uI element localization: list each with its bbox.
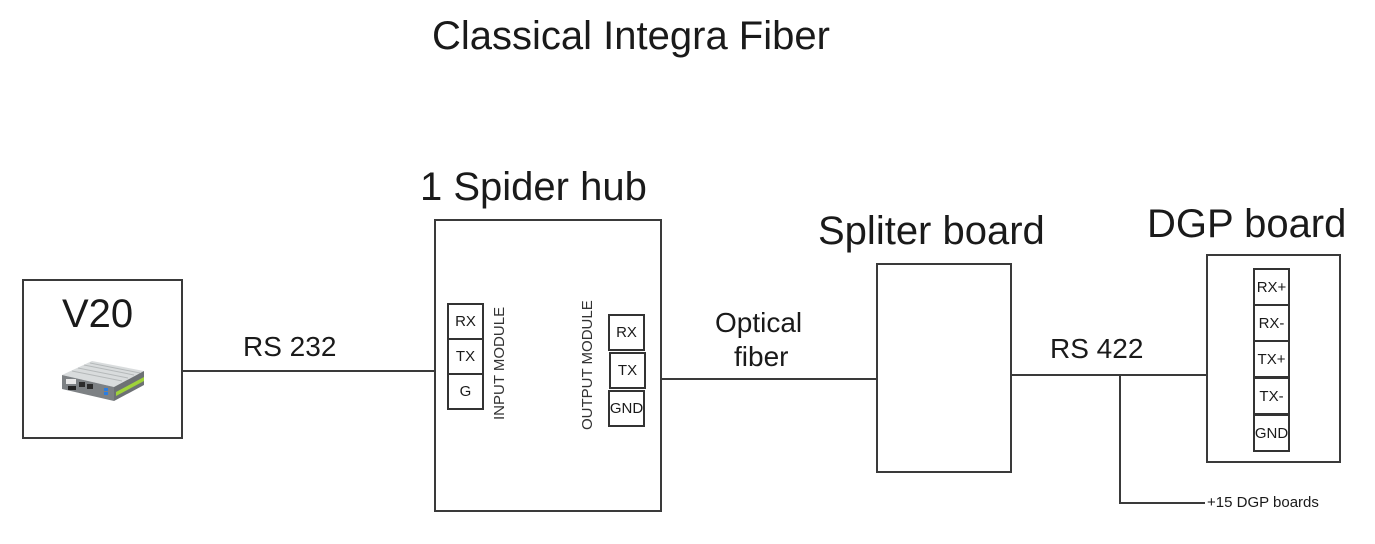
dgp-pin-rx-plus: RX+: [1253, 268, 1290, 306]
optical-fiber-label-line1: Optical: [715, 307, 803, 338]
input-pin-tx: TX: [447, 338, 484, 375]
dgp-pin-tx-plus: TX+: [1253, 340, 1290, 378]
spider-hub-label: 1 Spider hub: [420, 165, 647, 209]
input-pin-g: G: [447, 373, 484, 410]
dgp-board-label: DGP board: [1147, 202, 1347, 246]
optical-fiber-line: [662, 378, 878, 380]
rs232-label: RS 232: [243, 331, 337, 362]
splitter-board-label: Spliter board: [818, 209, 1045, 253]
mini-pc-device-icon: [62, 361, 144, 401]
v20-box: [22, 279, 183, 439]
rs232-connection-line: [183, 370, 435, 372]
rs422-label: RS 422: [1050, 333, 1144, 364]
input-module-label: INPUT MODULE: [491, 306, 508, 420]
output-pin-rx: RX: [608, 314, 645, 351]
splitter-board-box: [876, 263, 1012, 473]
branch-horizontal-line: [1119, 502, 1205, 504]
dgp-pin-rx-minus: RX-: [1253, 304, 1290, 342]
extra-dgp-boards-label: +15 DGP boards: [1207, 494, 1319, 511]
diagram-title: Classical Integra Fiber: [432, 14, 830, 58]
rs422-connection-line: [1012, 374, 1210, 376]
dgp-pin-tx-minus: TX-: [1253, 377, 1290, 415]
input-pin-rx: RX: [447, 303, 484, 340]
output-pin-gnd: GND: [608, 390, 645, 427]
output-pin-tx: TX: [609, 352, 646, 389]
output-module-label: OUTPUT MODULE: [579, 300, 596, 430]
v20-label: V20: [62, 292, 134, 336]
optical-fiber-label-line2: fiber: [734, 341, 789, 372]
dgp-pin-gnd: GND: [1253, 414, 1290, 452]
branch-vertical-line: [1119, 375, 1121, 504]
